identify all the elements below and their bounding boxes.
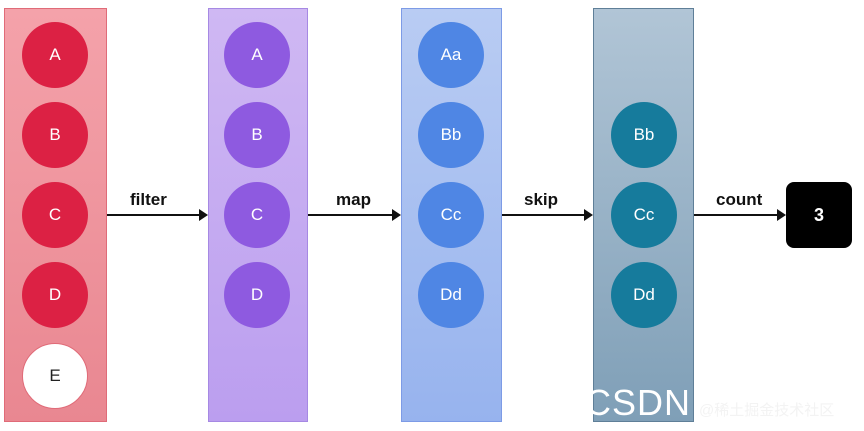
op-map-label: map [336, 190, 371, 209]
arrow-map [308, 209, 401, 221]
node-bb: Bb [611, 102, 677, 168]
node-d: D [224, 262, 290, 328]
result-box: 3 [786, 182, 852, 248]
node-dd: Dd [418, 262, 484, 328]
watermark-main: CSDN [585, 382, 692, 423]
node-bb: Bb [418, 102, 484, 168]
op-filter-label: filter [130, 190, 167, 209]
node-e: E [22, 343, 88, 409]
arrow-skip [502, 209, 593, 221]
node-aa: Aa [418, 22, 484, 88]
node-dd: Dd [611, 262, 677, 328]
node-b: B [22, 102, 88, 168]
node-cc: Cc [418, 182, 484, 248]
watermark: CSDN @稀土掘金技术社区 [585, 382, 834, 424]
node-d: D [22, 262, 88, 328]
op-count-label: count [716, 190, 763, 209]
arrow-filter [107, 209, 208, 221]
node-c: C [22, 182, 88, 248]
op-skip-label: skip [524, 190, 559, 209]
node-a: A [22, 22, 88, 88]
node-a: A [224, 22, 290, 88]
node-b: B [224, 102, 290, 168]
node-cc: Cc [611, 182, 677, 248]
watermark-sub: @稀土掘金技术社区 [699, 402, 835, 419]
node-c: C [224, 182, 290, 248]
arrow-count [694, 209, 786, 221]
